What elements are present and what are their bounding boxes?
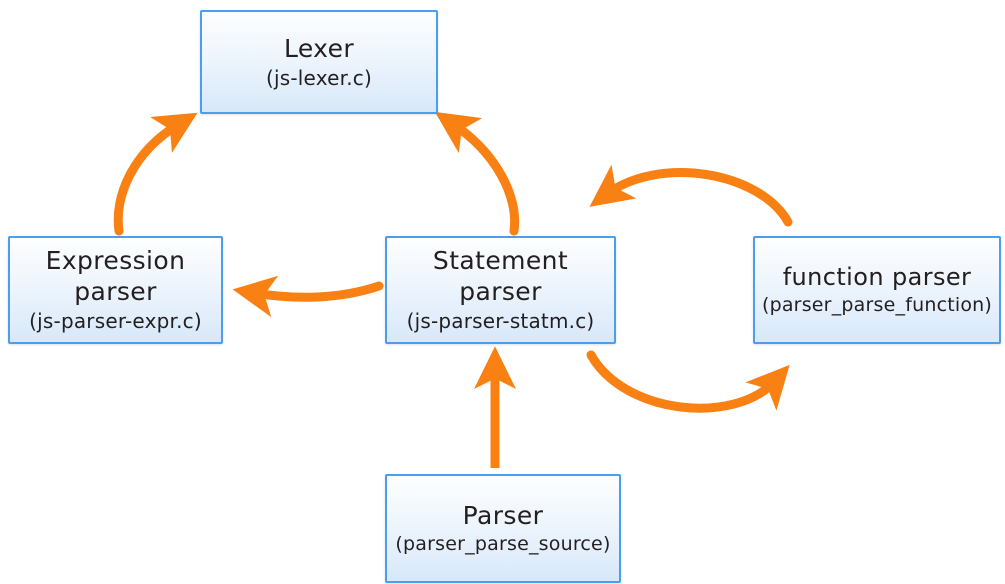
node-lexer[interactable]: Lexer (js-lexer.c) bbox=[200, 10, 438, 114]
node-parser-subtitle: (parser_parse_source) bbox=[395, 533, 611, 556]
node-function-parser-title: function parser bbox=[782, 262, 972, 291]
node-statement-parser-title: Statement parser bbox=[432, 246, 569, 306]
edge-statement-parser-to-lexer bbox=[434, 111, 520, 236]
node-expression-parser-subtitle: (js-parser-expr.c) bbox=[29, 309, 202, 334]
edge-statement-parser-to-expression-parser bbox=[232, 275, 384, 318]
edge-statement-parser-to-function-parser bbox=[586, 350, 790, 413]
node-parser[interactable]: Parser (parser_parse_source) bbox=[385, 474, 621, 583]
node-statement-parser[interactable]: Statement parser (js-parser-statm.c) bbox=[385, 236, 616, 344]
edge-expression-parser-to-lexer bbox=[113, 112, 198, 236]
node-function-parser-subtitle: (parser_parse_function) bbox=[761, 294, 993, 317]
edge-function-parser-to-statement-parser bbox=[589, 164, 793, 227]
node-lexer-title: Lexer bbox=[283, 33, 355, 63]
node-expression-parser[interactable]: Expression parser (js-parser-expr.c) bbox=[8, 236, 223, 344]
node-statement-parser-subtitle: (js-parser-statm.c) bbox=[406, 309, 595, 334]
node-parser-title: Parser bbox=[462, 500, 544, 530]
node-lexer-subtitle: (js-lexer.c) bbox=[266, 66, 372, 91]
node-expression-parser-title: Expression parser bbox=[45, 246, 186, 306]
node-function-parser[interactable]: function parser (parser_parse_function) bbox=[753, 236, 1001, 344]
